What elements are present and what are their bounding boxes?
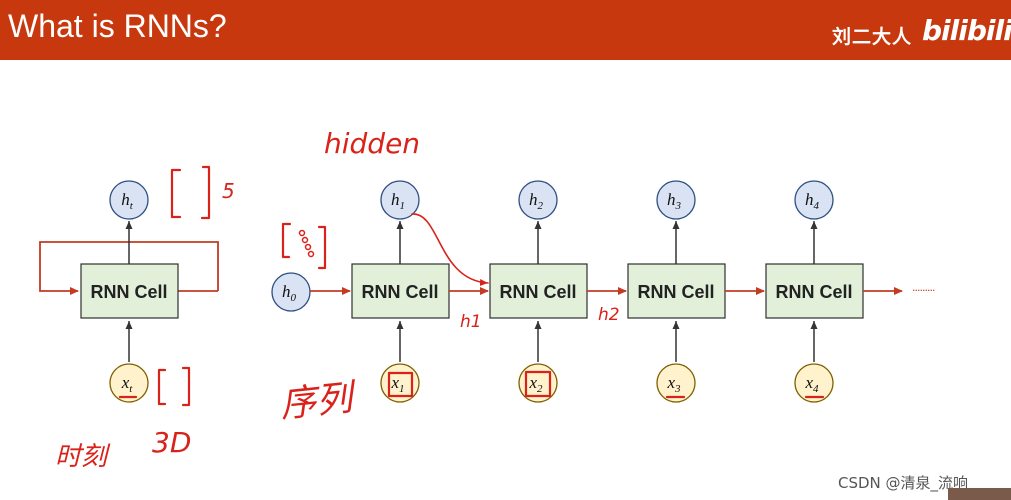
sequence-note: 序列 [278,377,359,426]
h1-label: h1 [391,190,405,212]
rnn-cell-2 [489,263,588,319]
folded-cell-label: RNN Cell [90,282,167,302]
vector-element [298,229,306,237]
x4-node [794,363,834,403]
h3-node [656,180,696,220]
continuation-ellipsis: ········· [912,284,935,297]
x4-label: x4 [804,373,819,395]
x1-label: x1 [390,373,404,395]
slide-title: What is RNNs? [8,8,227,44]
h1-node [380,180,420,220]
rnn-cell-2-label: RNN Cell [499,282,576,302]
x2-label: x2 [528,373,543,395]
timestep-note: 时刻 [55,442,111,472]
folded-input-node [109,363,149,403]
xt-vector-brackets [157,366,191,407]
h2-note: h2 [598,305,620,325]
h2-node [518,180,558,220]
h4-label: h4 [805,190,820,212]
folded-input-label: xt [121,373,134,395]
unrolled-step-2: RNN Cell h2 x2 [489,180,588,403]
folded-hidden-label: ht [121,190,134,212]
h0-label: h0 [282,282,297,304]
h1-to-cell2-curve [411,213,489,287]
rnn-cell-1 [351,263,450,319]
folded-hidden-node [109,180,149,220]
rnn-cell-1-label: RNN Cell [361,282,438,302]
h1-note: h1 [460,312,482,332]
folded-rnn: RNN Cell ht xt [39,180,219,403]
x2-node [518,363,558,403]
author-name: 刘二大人 [832,26,913,48]
h3-label: h3 [667,190,682,212]
handwritten-annotations [118,165,825,407]
bilibili-logo: bilibili [922,14,1011,47]
title-bar: What is RNNs? 刘二大人 bilibili [0,0,1011,60]
h2-label: h2 [529,190,544,212]
rnn-cell-4-label: RNN Cell [775,282,852,302]
3d-note: 3D [152,426,191,459]
dimension-5-note: 5 [222,179,235,203]
csdn-watermark: CSDN @清泉_流响 [838,474,969,492]
x2-highlight-box [524,370,552,398]
x3-node [656,363,696,403]
ht-vector-brackets [170,165,211,220]
vector-element [301,236,309,244]
x3-label: x3 [666,373,681,395]
handwritten-text: hidden 5 h1 h2 序列 3D 时刻 [55,127,620,472]
x1-highlight-box [387,371,414,398]
input-vector-brackets [281,222,327,270]
unrolled-step-1: RNN Cell h1 x1 [351,180,450,403]
vector-element [307,250,315,258]
vector-element [304,243,312,251]
unrolled-step-3: RNN Cell h3 x3 [627,180,726,403]
hidden-note: hidden [324,127,420,160]
rnn-cell-3-label: RNN Cell [637,282,714,302]
h4-node [794,180,834,220]
h0-node [271,272,311,312]
unrolled-step-4: RNN Cell h4 x4 [765,180,864,403]
recurrent-loop-arrow [39,241,219,295]
rnn-cell-4 [765,263,864,319]
presenter-video-thumbnail [948,488,1011,500]
